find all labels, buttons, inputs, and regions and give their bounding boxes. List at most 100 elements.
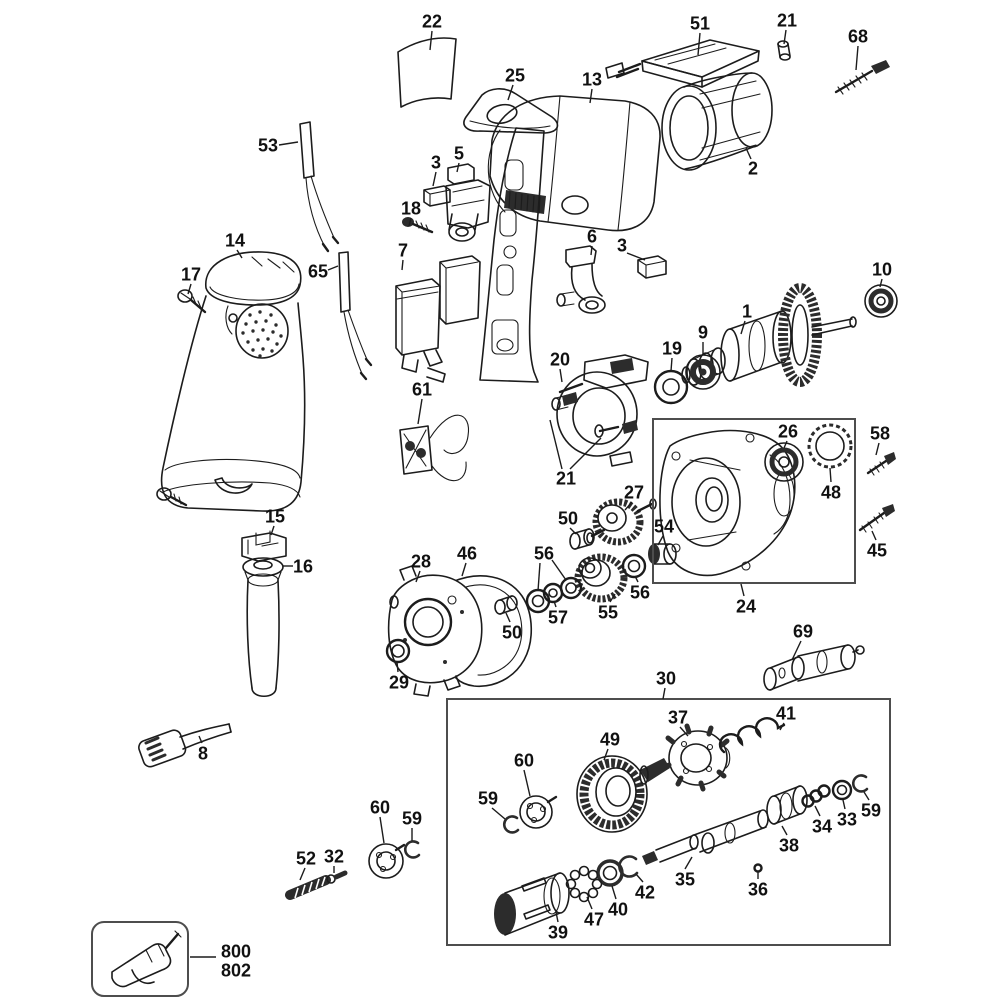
- part-27-gear: [586, 498, 657, 546]
- part-label-32: 32: [324, 847, 344, 873]
- handle-lower-screw: [156, 487, 188, 507]
- leader-line: [779, 722, 785, 731]
- part-number: 10: [872, 260, 892, 280]
- part-41-spring: [718, 717, 786, 754]
- part-label-52: 52: [296, 849, 316, 881]
- part-number: 49: [600, 730, 620, 750]
- leader-line: [684, 856, 693, 870]
- leader-line: [278, 141, 299, 146]
- part-label-20: 20: [550, 350, 570, 383]
- part-label-25: 25: [505, 66, 525, 101]
- leader-line: [603, 748, 609, 761]
- leader-line: [569, 437, 602, 470]
- part-51-module: [605, 39, 760, 88]
- leader-line: [634, 575, 639, 583]
- part-69-spindle-lock: [763, 644, 865, 691]
- part-38-sleeve: [766, 785, 808, 825]
- part-number: 56: [630, 583, 650, 603]
- part-53-wire-lead: [299, 121, 340, 253]
- part-20-brush-ring-assembly: [551, 354, 649, 467]
- leader-line: [401, 259, 404, 271]
- part-40-ring: [596, 859, 624, 887]
- part-label-33: 33: [837, 799, 857, 830]
- part-number: 28: [411, 552, 431, 572]
- assembly-boxes: [91, 418, 891, 997]
- leader-line: [537, 562, 541, 592]
- part-17-screw: [177, 289, 207, 314]
- part-68-screw: [834, 60, 890, 95]
- part-number: 18: [401, 199, 421, 219]
- part-number: 15: [265, 507, 285, 527]
- part-label-36: 36: [748, 872, 768, 900]
- leader-line: [791, 640, 802, 661]
- part-56-washer-right: [621, 553, 647, 579]
- part-label-8: 8: [198, 735, 208, 764]
- spindle-assembly-box: [446, 698, 891, 946]
- leader-line: [863, 791, 870, 801]
- part-label-57: 57: [548, 600, 568, 628]
- leader-line: [507, 84, 514, 101]
- part-46-gasket: [451, 575, 533, 687]
- leader-line: [589, 88, 593, 104]
- part-number: 13: [582, 70, 602, 90]
- part-number: 48: [821, 483, 841, 503]
- part-label-27: 27: [624, 483, 644, 511]
- part-label-41: 41: [776, 704, 796, 731]
- part-label-800: 800: [190, 942, 251, 962]
- leader-line: [590, 245, 593, 256]
- leader-line: [415, 570, 421, 583]
- part-label-30: 30: [656, 669, 676, 700]
- leader-line: [611, 885, 617, 900]
- part-29-ring: [385, 638, 411, 664]
- leader-line: [456, 162, 460, 173]
- leader-line: [491, 807, 506, 820]
- part-label-46: 46: [457, 544, 477, 577]
- part-65-wire-lead: [338, 251, 373, 381]
- part-label-60: 60: [514, 751, 534, 797]
- part-8-cord-set: [138, 723, 232, 768]
- part-56-washer-mid: [559, 576, 583, 600]
- leader-line: [879, 278, 883, 288]
- part-label-60: 60: [370, 798, 390, 844]
- part-59-clip-inner: [502, 815, 520, 834]
- part-label-19: 19: [662, 339, 682, 372]
- part-number: 800: [221, 942, 251, 962]
- part-label-56: 56: [630, 575, 650, 603]
- part-59-clip-outer: [403, 840, 421, 859]
- part-7-switch: [395, 255, 481, 383]
- part-label-26: 26: [778, 422, 798, 449]
- part-45-screw: [858, 504, 895, 533]
- part-label-1: 1: [740, 302, 752, 335]
- part-label-15: 15: [265, 507, 285, 536]
- leader-line: [327, 265, 339, 271]
- part-number: 60: [514, 751, 534, 771]
- part-52-spring-pin: [285, 875, 331, 900]
- part-label-48: 48: [821, 467, 841, 503]
- leader-line: [783, 29, 787, 45]
- part-label-802: 802: [221, 961, 251, 981]
- leader-line: [555, 911, 559, 923]
- leader-line: [855, 45, 859, 71]
- part-label-59: 59: [478, 789, 506, 820]
- part-number: 60: [370, 798, 390, 818]
- part-56-washer-left: [525, 588, 551, 614]
- part-number: 59: [402, 809, 422, 829]
- leader-line: [829, 467, 832, 483]
- part-label-34: 34: [812, 805, 832, 837]
- part-label-50: 50: [558, 509, 578, 535]
- part-1-armature: [681, 283, 857, 387]
- part-number: 1: [742, 302, 752, 322]
- part-2-field-stator: [661, 72, 773, 171]
- part-number: 3: [431, 153, 441, 173]
- leader-line: [740, 320, 746, 335]
- part-label-9: 9: [698, 323, 708, 355]
- part-number: 65: [308, 262, 328, 282]
- leader-line: [657, 535, 664, 546]
- leader-line: [187, 283, 192, 295]
- leader-line: [875, 442, 880, 456]
- leader-line: [236, 249, 243, 259]
- part-number: 32: [324, 847, 344, 867]
- leader-line: [559, 368, 563, 383]
